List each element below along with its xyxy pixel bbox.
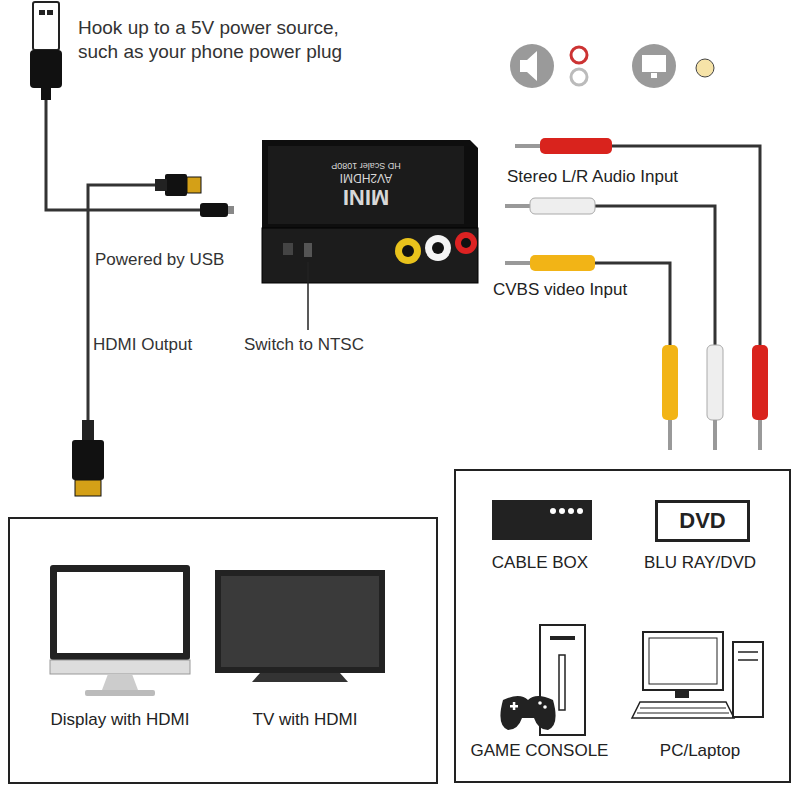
tv-icon — [215, 570, 385, 682]
panel — [455, 470, 790, 782]
label-text: Stereo L/R Audio Input — [507, 166, 737, 187]
signal-icons — [510, 44, 714, 88]
cable-box-icon — [492, 500, 592, 540]
node-text: HD Scaler 1080P — [331, 160, 401, 170]
label-text: BLU RAY/DVD — [625, 552, 775, 573]
converter-top: MINIAV2HDMIHD Scaler 1080P — [268, 146, 464, 224]
label-text: Hook up to a 5V power source, such as yo… — [78, 16, 378, 64]
node-text: MINI — [343, 184, 389, 209]
converter-housing — [262, 140, 478, 330]
pc-icon — [632, 632, 763, 718]
label-text: HDMI Output — [93, 334, 263, 355]
dvd-icon: DVD — [655, 500, 750, 542]
label-text: TV with HDMI — [210, 709, 400, 730]
panel — [9, 518, 437, 783]
label-text: Switch to NTSC — [244, 334, 424, 355]
label-text: GAME CONSOLE — [462, 740, 617, 761]
label-text: CABLE BOX — [470, 552, 610, 573]
label-text: PC/Laptop — [630, 740, 770, 761]
label-text: CVBS video Input — [493, 279, 693, 300]
node-text: DVD — [679, 508, 725, 533]
node-text: AV2HDMI — [340, 171, 392, 185]
label-text: Display with HDMI — [25, 709, 215, 730]
game-console-icon — [500, 625, 585, 735]
label-text: Powered by USB — [95, 249, 265, 270]
monitor-icon — [50, 565, 190, 696]
